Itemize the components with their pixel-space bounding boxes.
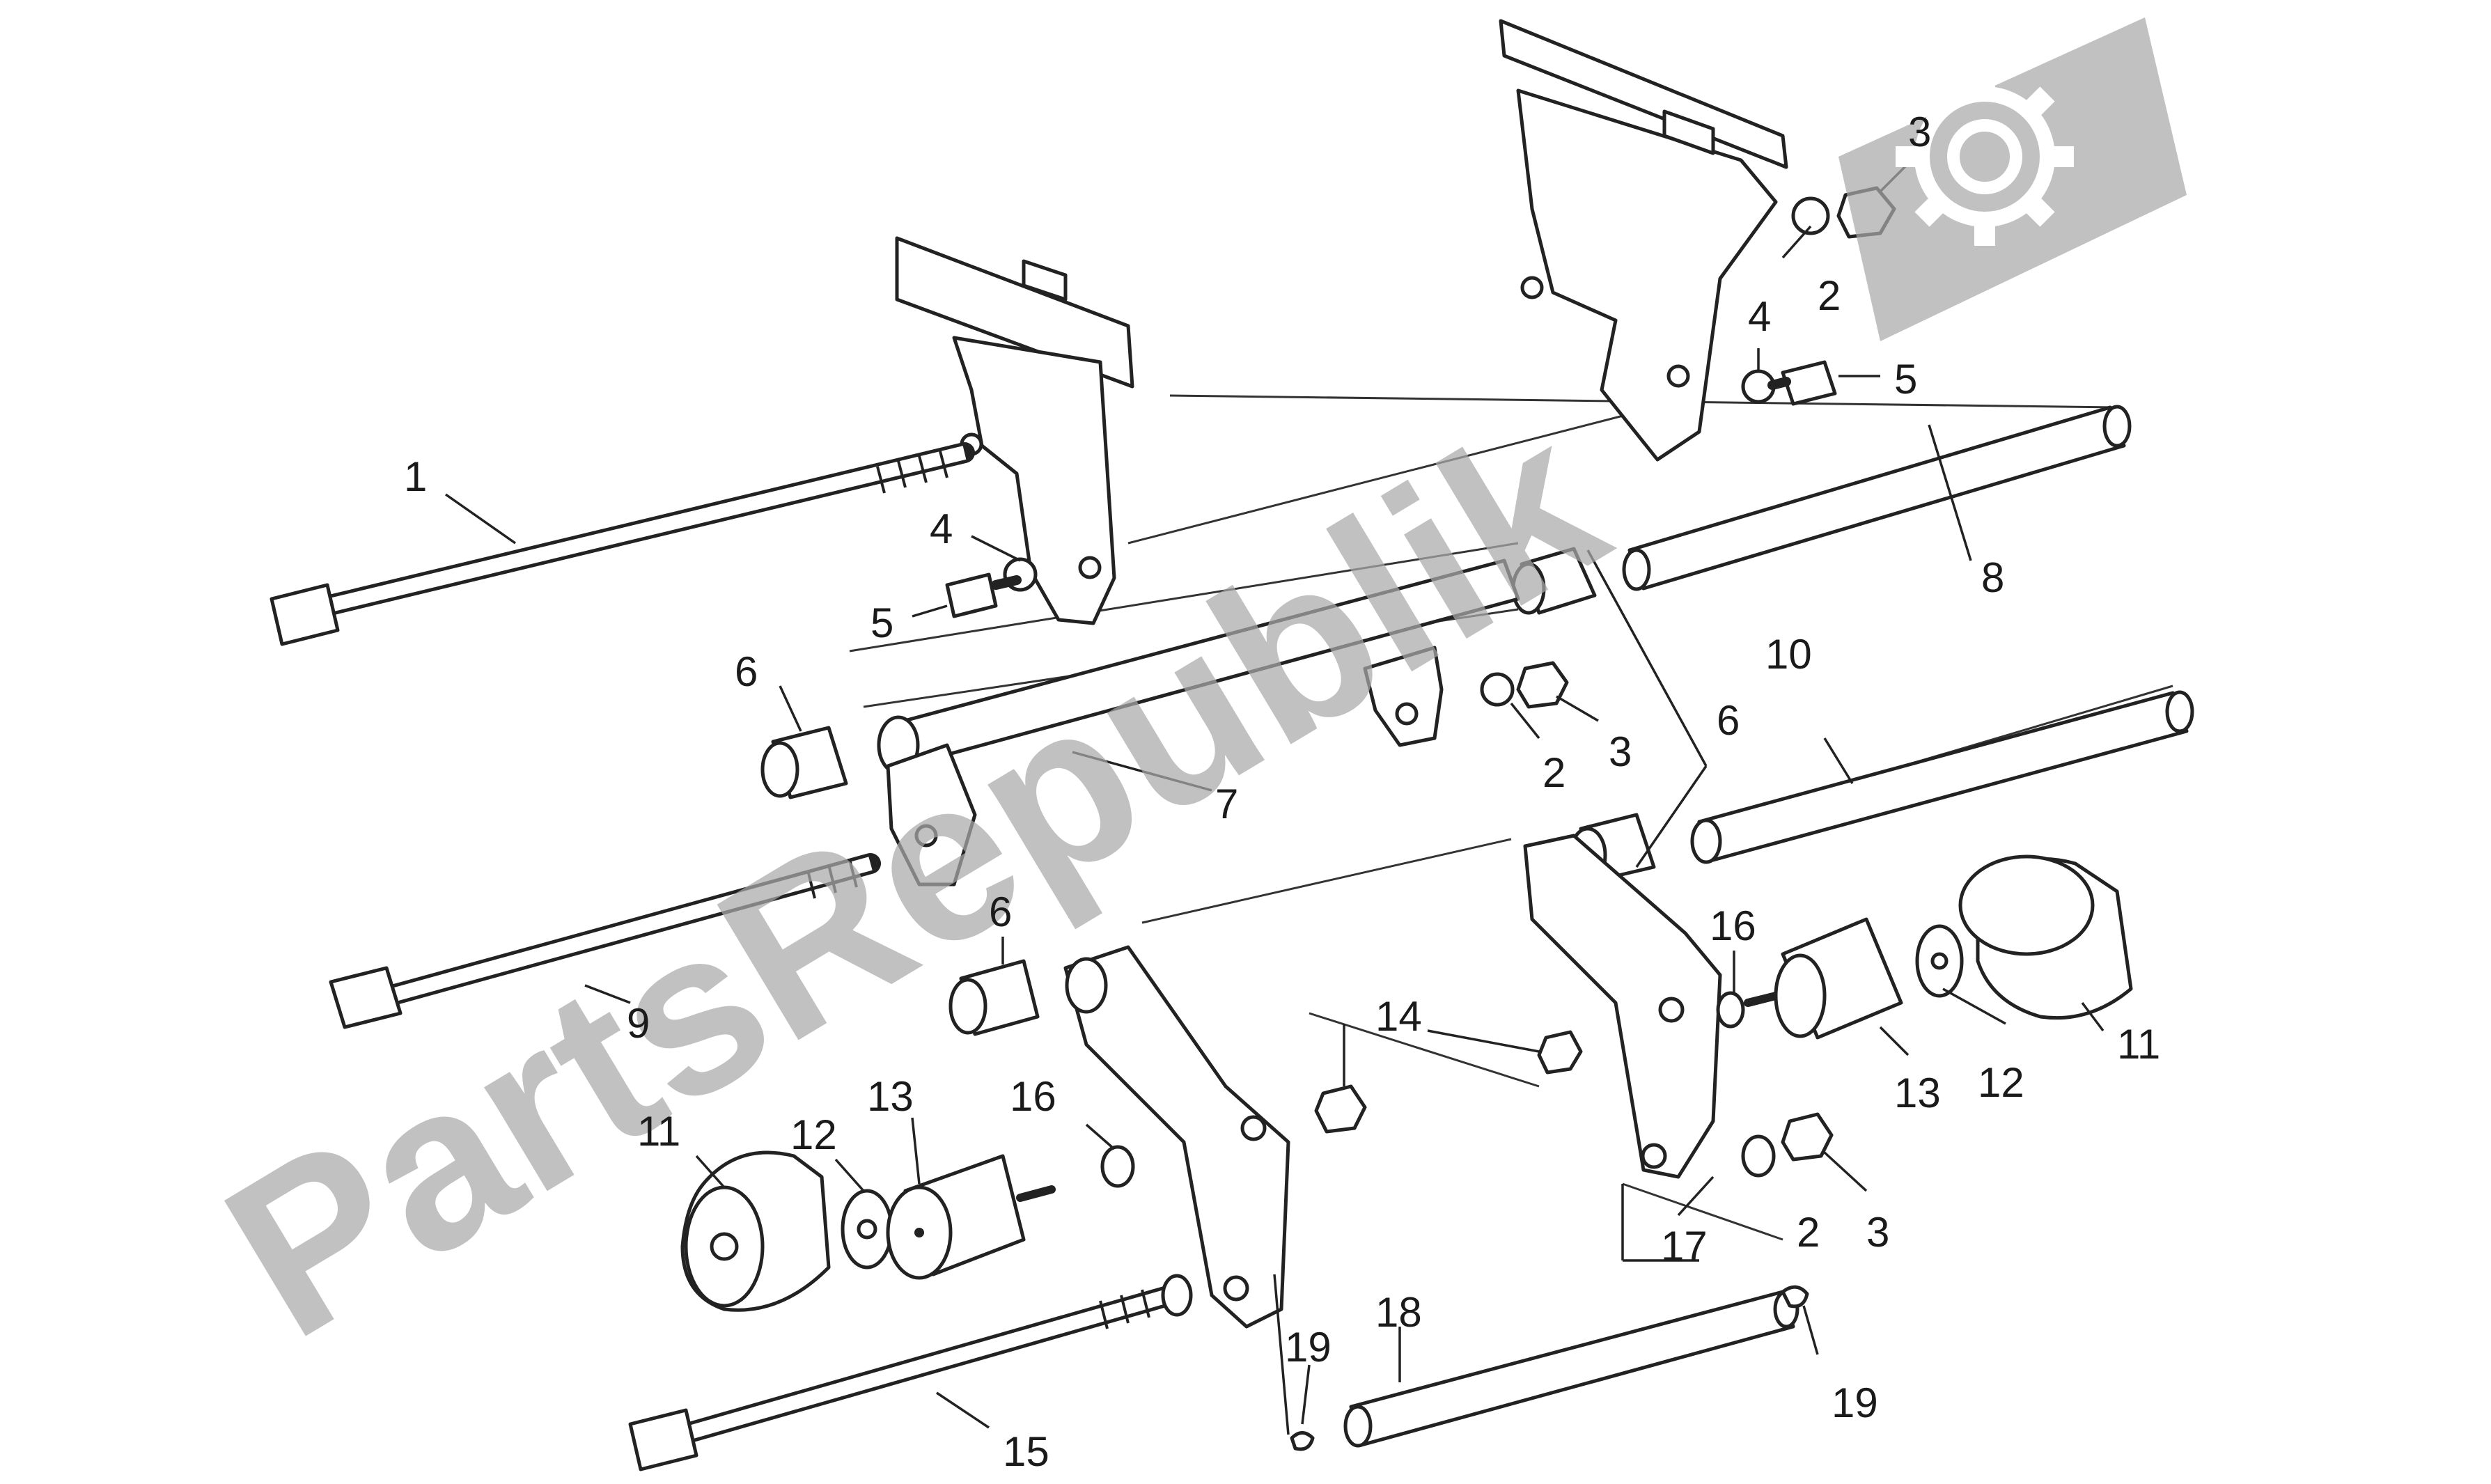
callout-19: 19: [1285, 1324, 1332, 1370]
callout-9: 9: [627, 1000, 650, 1047]
damper-cluster-right: [1716, 854, 2133, 1040]
part-10-tube: [1690, 690, 2194, 864]
callout-3: 3: [1908, 109, 1931, 155]
callout-15: 15: [1003, 1428, 1049, 1475]
leader-lines: [444, 159, 2105, 1435]
part-15-bolt: [628, 1274, 1193, 1471]
part-14-nut: [1314, 1030, 1583, 1134]
frame-section-left: [895, 236, 1134, 625]
callout-11: 11: [637, 1108, 680, 1155]
callout-labels: 1 2 3 4 5 4 5 8 6 2 3 6 10 7 6 9 16 14 1…: [404, 109, 2160, 1475]
callout-3: 3: [1609, 728, 1632, 775]
callout-6: 6: [1717, 697, 1740, 744]
callout-3: 3: [1866, 1209, 1889, 1256]
damper-cluster-left: [680, 1145, 1135, 1312]
callout-14: 14: [1375, 993, 1422, 1040]
callout-2: 2: [1797, 1209, 1820, 1256]
part-4-5-left: [945, 557, 1038, 618]
link-right: [1523, 834, 1722, 1179]
callout-2: 2: [1543, 749, 1565, 796]
part-8-tube: [1511, 405, 2132, 615]
callout-2: 2: [1818, 272, 1841, 319]
part-2-3-bottom: [1741, 1112, 1834, 1178]
watermark: PartsRepublik: [185, 17, 2187, 1387]
part-18-pin: [1290, 1285, 1809, 1451]
callout-13: 13: [867, 1073, 914, 1120]
callout-10: 10: [1765, 631, 1812, 678]
callout-5: 5: [870, 600, 893, 646]
callout-16: 16: [1010, 1073, 1056, 1120]
callout-7: 7: [1215, 781, 1238, 827]
link-left: [1063, 945, 1290, 1329]
callout-18: 18: [1375, 1289, 1422, 1336]
callout-6: 6: [735, 648, 758, 695]
part-1-long-bolt: [270, 442, 975, 646]
part-2-3-middle: [1480, 661, 1569, 709]
callout-5: 5: [1894, 356, 1917, 403]
callout-1: 1: [404, 453, 427, 500]
part-9-bolt: [329, 853, 881, 1029]
gear-icon: [1896, 68, 2074, 246]
part-7-main-tube: [877, 559, 1520, 887]
frame-section-right: [1499, 19, 1788, 462]
callout-4: 4: [930, 506, 953, 552]
callout-8: 8: [1981, 554, 2004, 601]
callout-17: 17: [1661, 1223, 1708, 1270]
callout-4: 4: [1748, 293, 1771, 340]
callout-19: 19: [1832, 1380, 1878, 1426]
callout-6: 6: [989, 889, 1012, 935]
callout-12: 12: [790, 1111, 837, 1158]
part-4-5-right: [1741, 360, 1837, 406]
part-6-spacers: [760, 726, 1656, 1036]
callout-11: 11: [2117, 1021, 2160, 1068]
callout-12: 12: [1978, 1059, 2024, 1106]
callout-13: 13: [1894, 1070, 1941, 1116]
callout-16: 16: [1710, 903, 1756, 949]
